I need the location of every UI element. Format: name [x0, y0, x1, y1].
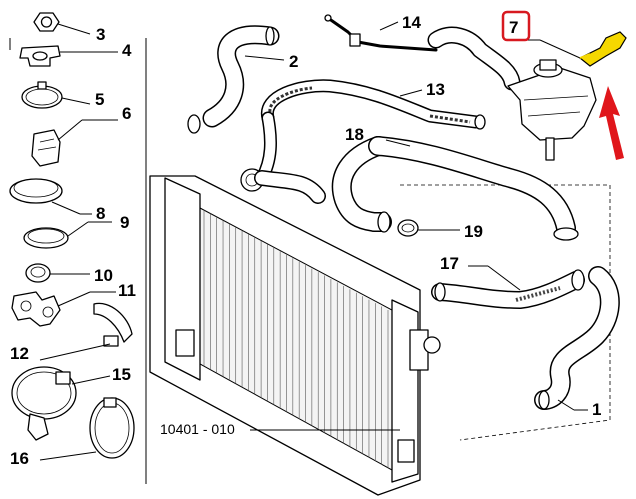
callout-11: 11 [118, 281, 136, 300]
hoses [187, 14, 627, 411]
reference-code: 10401 - 010 [160, 421, 235, 437]
callout-6: 6 [122, 104, 131, 123]
part-7-hose [578, 31, 627, 67]
callout-4: 4 [122, 41, 132, 60]
callout-19: 19 [464, 222, 483, 241]
callout-2: 2 [289, 52, 298, 71]
highlight-box [501, 10, 531, 42]
callout-7: 7 [509, 18, 518, 37]
callout-9: 9 [120, 213, 129, 232]
callout-labels: 3 4 5 6 8 9 10 11 12 15 16 2 14 13 18 19… [10, 10, 601, 468]
callout-15: 15 [112, 365, 131, 384]
expansion-tank [507, 39, 597, 161]
callout-1: 1 [592, 400, 601, 419]
red-arrow-indicator [599, 86, 624, 160]
hose-2 [187, 25, 285, 134]
hose-18 [331, 136, 579, 241]
hose-1 [534, 266, 620, 411]
part-4-clip [19, 45, 118, 67]
part-5-ring-clamp [21, 81, 91, 109]
callout-14: 14 [402, 13, 421, 32]
callout-8: 8 [96, 204, 105, 223]
parts-column [9, 12, 147, 484]
callout-13: 13 [426, 80, 445, 99]
hose-17 [431, 265, 585, 309]
radiator [149, 175, 611, 496]
callout-17: 17 [440, 254, 459, 273]
hose-13 [240, 79, 486, 204]
part-16-ring-clamp [39, 397, 135, 461]
callout-10: 10 [94, 266, 113, 285]
part-8-band-clamp [9, 178, 92, 215]
part-15-loop-clamp [11, 366, 111, 441]
part-12-band-clamp [39, 302, 133, 361]
callout-3: 3 [96, 25, 105, 44]
callout-12: 12 [10, 344, 29, 363]
part-9-band-clamp [23, 221, 112, 249]
callout-16: 16 [10, 449, 29, 468]
part-10-clip-ring [25, 263, 90, 283]
part-3-nut [33, 12, 91, 35]
pipe-14 [324, 14, 521, 91]
clip-19 [397, 219, 460, 237]
callout-18: 18 [345, 125, 364, 144]
part-11-double-clip [11, 291, 116, 327]
callout-5: 5 [95, 90, 104, 109]
part-6-bushing [31, 119, 118, 167]
